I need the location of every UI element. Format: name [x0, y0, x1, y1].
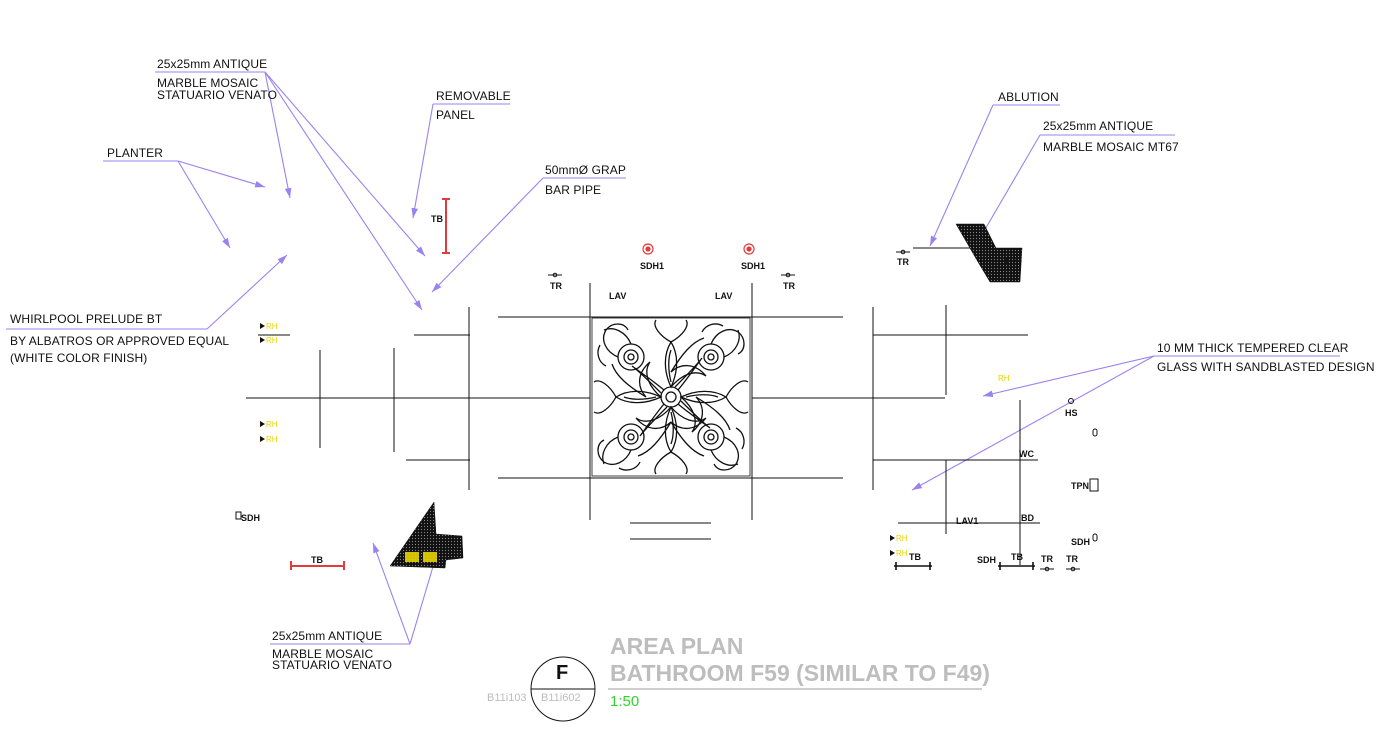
- tr-tag: TR: [1066, 554, 1078, 564]
- lav-tag: LAV: [609, 291, 627, 301]
- rh-tag: RH: [896, 534, 908, 543]
- drawing-marker-letter: F: [556, 662, 569, 684]
- tr-tag: TR: [897, 257, 909, 267]
- mt67-label-2: MARBLE MOSAIC MT67: [1043, 140, 1179, 154]
- wall-lines: [246, 247, 1040, 565]
- drawing-scale: 1:50: [610, 693, 640, 710]
- mosaic-bottom-label-3: STATUARIO VENATO: [272, 658, 393, 672]
- sheet-ref-left: B11i103: [487, 692, 527, 704]
- rh-tag: RH: [998, 374, 1010, 383]
- tr-tag: TR: [783, 281, 795, 291]
- wc-tag: WC: [1019, 449, 1034, 459]
- sdh1-symbols: [642, 243, 755, 255]
- tpn-tag: TPN: [1071, 481, 1089, 491]
- glass-label-2: GLASS WITH SANDBLASTED DESIGN: [1157, 360, 1375, 374]
- glass-label-1: 10 MM THICK TEMPERED CLEAR: [1157, 341, 1349, 355]
- drawing-title-line2: BATHROOM F59 (SIMILAR TO F49): [610, 660, 990, 686]
- tr-tag: TR: [550, 281, 562, 291]
- tb-tag: TB: [311, 555, 323, 565]
- removable-label-1: REMOVABLE: [436, 89, 511, 103]
- title-block-graphics: [530, 656, 982, 722]
- grap-label-1: 50mmØ GRAP: [545, 163, 627, 177]
- rh-tag: RH: [266, 336, 278, 345]
- removable-label-2: PANEL: [436, 108, 475, 122]
- towel-bars-dark: [894, 562, 1035, 570]
- planter-label: PLANTER: [107, 146, 164, 160]
- sdh1-tag: SDH1: [741, 261, 766, 271]
- whirlpool-label-2: BY ALBATROS OR APPROVED EQUAL: [10, 334, 230, 348]
- rh-tag: RH: [266, 420, 278, 429]
- tb-tag: TB: [431, 214, 443, 224]
- mosaic-bottom-label-1: 25x25mm ANTIQUE: [272, 629, 383, 643]
- rh-tag: RH: [266, 322, 278, 331]
- sdh1-tag: SDH1: [640, 261, 665, 271]
- sheet-ref-right: B11i602: [541, 692, 581, 704]
- rh-tag: RH: [266, 435, 278, 444]
- whirlpool-label-1: WHIRLPOOL PRELUDE BT: [10, 312, 163, 326]
- robe-hook-symbols: [548, 249, 1080, 572]
- lav-tag: LAV: [715, 291, 733, 301]
- mt67-label-1: 25x25mm ANTIQUE: [1043, 119, 1154, 133]
- drawing-title-line1: AREA PLAN: [610, 633, 744, 659]
- tb-tag: TB: [1011, 552, 1023, 562]
- towel-bars: [290, 198, 450, 570]
- rh-tag: RH: [896, 549, 908, 558]
- mosaic-top-label-1: 25x25mm ANTIQUE: [157, 57, 268, 71]
- hs-tag: HS: [1065, 408, 1078, 418]
- bd-tag: BD: [1021, 513, 1034, 523]
- tr-tag: TR: [1004, 256, 1016, 266]
- mosaic-top-label-3: STATUARIO VENATO: [157, 88, 278, 102]
- mosaic-bottom-label-2: MARBLE MOSAIC: [272, 647, 374, 661]
- ablution-label: ABLUTION: [998, 90, 1059, 104]
- grap-label-2: BAR PIPE: [545, 183, 602, 197]
- leader-underlines: [6, 71, 1340, 645]
- mosaic-top-label-2: MARBLE MOSAIC: [157, 76, 259, 90]
- rh-marks: [260, 323, 895, 556]
- tb-tag: TB: [909, 552, 921, 562]
- sdh-tag: SDH: [977, 555, 997, 565]
- whirlpool-label-3: (WHITE COLOR FINISH): [10, 351, 148, 365]
- sdh-tag: SDH: [241, 513, 261, 523]
- mosaic-patches: [389, 223, 1023, 569]
- fixture-outlines: [235, 398, 1099, 542]
- sdh-tag: SDH: [1071, 537, 1091, 547]
- tr-tag: TR: [1041, 554, 1053, 564]
- lav1-tag: LAV1: [956, 516, 979, 526]
- ornamental-medallion: [591, 317, 751, 477]
